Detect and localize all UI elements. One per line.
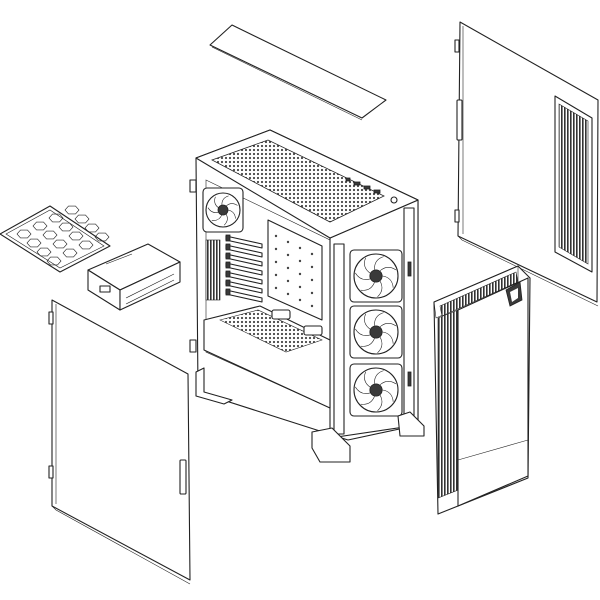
hex-hole	[58, 222, 74, 232]
hex-hole	[68, 231, 84, 241]
fan-blade	[382, 389, 394, 402]
fan-blade	[223, 213, 228, 226]
fan	[349, 305, 403, 359]
front-panel	[433, 265, 531, 515]
fan-blade	[360, 338, 375, 347]
side-vent-mesh	[558, 103, 589, 265]
top-dust-filter	[209, 24, 387, 121]
fan-blade	[355, 386, 371, 394]
psu-shroud-mesh	[219, 309, 323, 353]
tray-hole	[286, 240, 290, 244]
fan-blade	[377, 281, 383, 298]
fan-blade	[374, 370, 384, 384]
hex-hole	[42, 230, 58, 240]
psu-dust-filter	[0, 205, 111, 273]
tray-hole	[286, 253, 290, 257]
top-mesh	[211, 139, 385, 223]
fan-hub	[369, 383, 383, 397]
fan-blade	[364, 371, 371, 388]
tray-hole	[310, 278, 314, 282]
hex-hole	[84, 223, 100, 233]
right-side-panel	[454, 21, 599, 307]
hex-hole	[16, 229, 32, 239]
tray-hole	[298, 246, 302, 250]
tray-hole	[274, 234, 278, 238]
tray-hole	[274, 247, 278, 251]
fan-blade	[379, 266, 397, 272]
fan-hub	[369, 325, 383, 339]
hex-hole	[78, 240, 94, 250]
fan-blade	[374, 256, 384, 270]
fan-blade	[382, 275, 394, 288]
fan-blade	[225, 203, 238, 207]
hex-hole	[74, 214, 90, 224]
fan-hub	[369, 269, 383, 283]
rear-vent	[205, 239, 221, 301]
fan-blade	[211, 214, 223, 221]
tray-hole	[310, 252, 314, 256]
slot-bracket	[225, 243, 231, 251]
fan-blade	[377, 395, 383, 412]
front-fans	[349, 249, 403, 417]
slot-bracket	[225, 279, 231, 287]
fan-blade	[207, 207, 219, 213]
tray-hole	[274, 286, 278, 290]
fan-blade	[360, 282, 375, 291]
tray-hole	[286, 279, 290, 283]
tray-hole	[286, 292, 290, 296]
slot-bracket	[225, 234, 231, 242]
fan-blade	[364, 257, 371, 274]
tray-hole	[298, 298, 302, 302]
slot-bracket	[225, 261, 231, 269]
tray-hole	[310, 304, 314, 308]
drive-cage	[87, 243, 181, 311]
fan-blade	[355, 272, 371, 280]
tray-hole	[310, 291, 314, 295]
slot-bracket	[225, 288, 231, 296]
fan	[349, 249, 403, 303]
slot-bracket	[225, 252, 231, 260]
hex-hole	[62, 248, 78, 258]
glass-panel-handle	[179, 459, 187, 495]
hex-hole	[64, 205, 80, 215]
fan-blade	[377, 337, 383, 354]
left-glass-panel	[48, 299, 191, 585]
tray-hole	[274, 260, 278, 264]
tray-hole	[286, 266, 290, 270]
hex-hole	[36, 247, 52, 257]
fan-blade	[214, 196, 219, 209]
tray-hole	[298, 285, 302, 289]
hex-hole	[52, 239, 68, 249]
fan-blade	[355, 328, 371, 336]
fan-blade	[221, 195, 229, 206]
tray-hole	[298, 259, 302, 263]
tray-hole	[298, 272, 302, 276]
top-io-panel	[345, 177, 398, 204]
hex-hole	[26, 238, 42, 248]
fan-blade	[227, 209, 236, 219]
hex-hole	[46, 256, 62, 266]
front-side-vent	[437, 309, 459, 499]
slot-bracket	[225, 270, 231, 278]
fan-blade	[360, 396, 375, 405]
rear-fan	[202, 187, 244, 233]
fan-blade	[374, 312, 384, 326]
hex-hole	[94, 232, 110, 242]
fan-blade	[379, 380, 397, 386]
brand-logo	[505, 281, 523, 307]
fan-blade	[364, 313, 371, 330]
hex-hole	[32, 221, 48, 231]
fan-blade	[382, 331, 394, 344]
chassis	[189, 129, 425, 463]
expansion-slots	[225, 234, 263, 303]
fan	[349, 363, 403, 417]
tray-hole	[274, 273, 278, 277]
fan-blade	[379, 322, 397, 328]
tray-hole	[310, 265, 314, 269]
hex-hole	[48, 213, 64, 223]
